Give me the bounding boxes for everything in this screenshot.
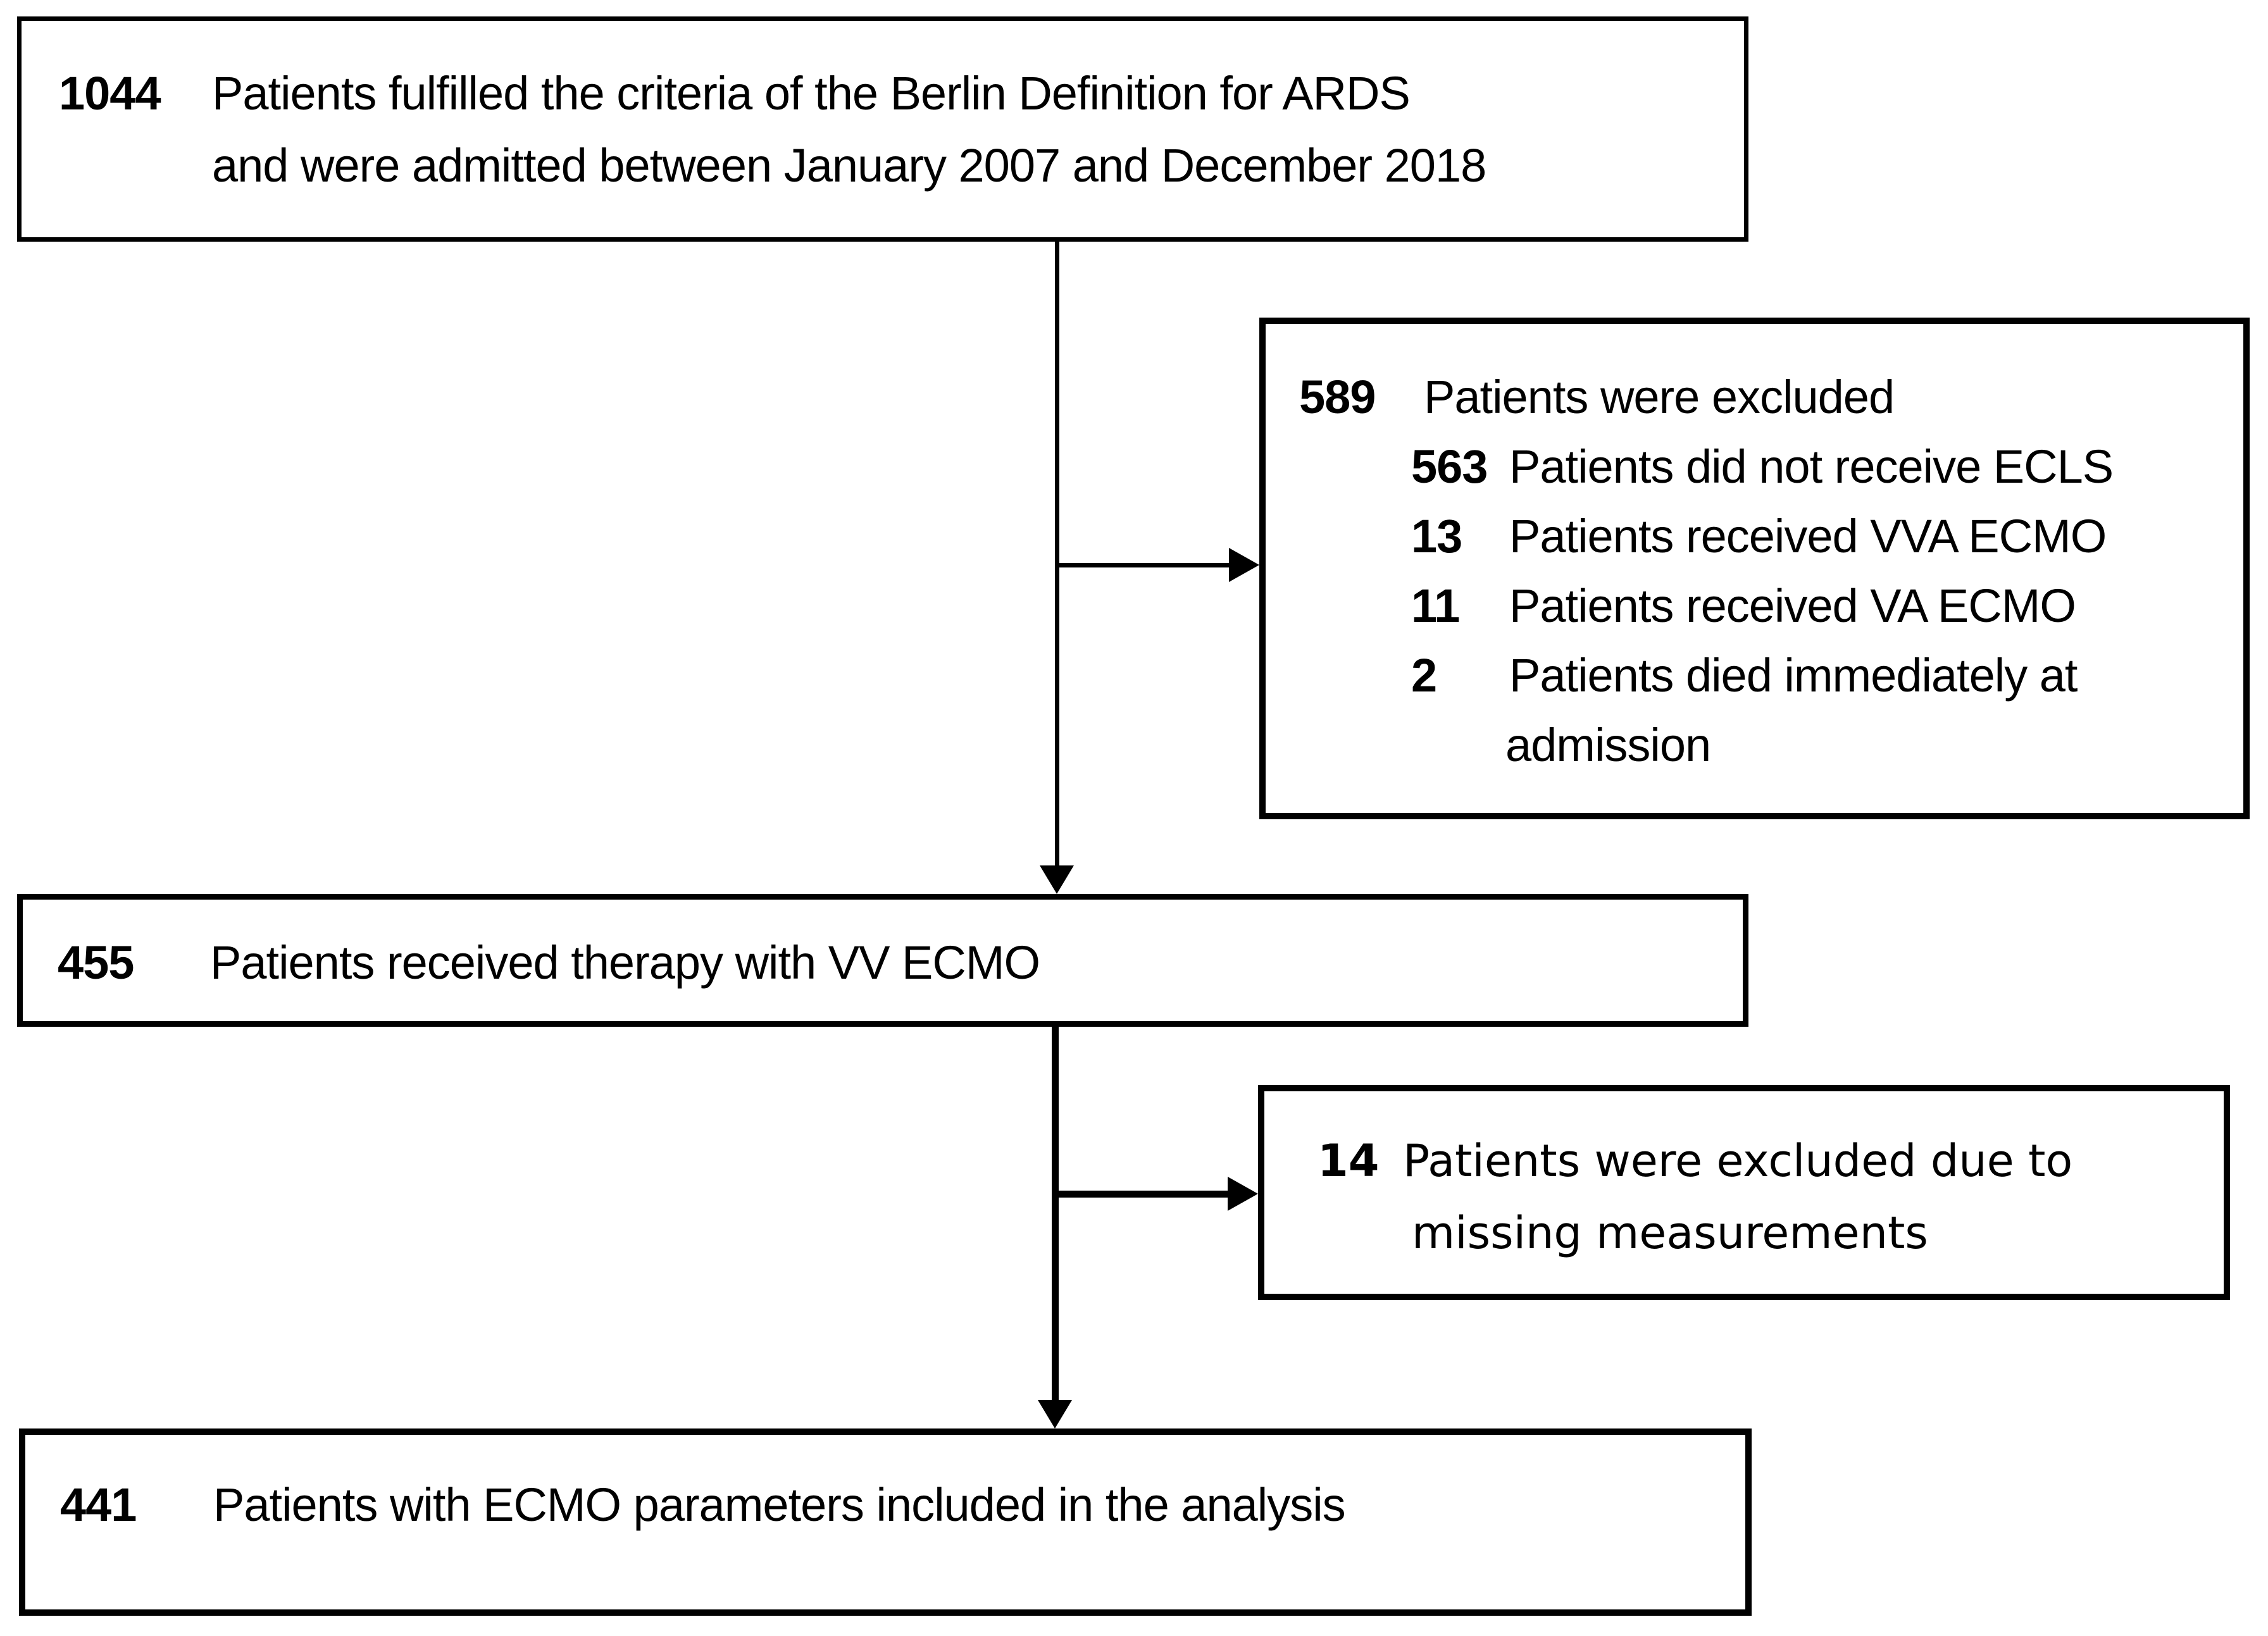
excluded-item-va-label: Patients received VA ECMO — [1509, 579, 2076, 632]
arrowhead-down-1 — [1040, 865, 1074, 894]
excluded-item-va-count: 11 — [1411, 579, 1460, 632]
eligible-line-2: and were admitted between January 2007 a… — [212, 129, 1486, 201]
vv-ecmo-count: 455 — [58, 936, 134, 989]
analysis-count: 441 — [60, 1478, 137, 1531]
excluded-item-died-label: Patients died immediately at — [1509, 648, 2078, 702]
analysis-label: Patients with ECMO parameters included i… — [213, 1478, 1346, 1531]
vv-ecmo-line: 455 Patients received therapy with VV EC… — [58, 926, 1040, 998]
excluded-missing-box: 14 Patients were excluded due to missing… — [1258, 1085, 2230, 1300]
excluded-missing-label: Patients were excluded due to — [1403, 1135, 2073, 1187]
excluded-item-ecls: 563 Patients did not receive ECLS — [1411, 431, 2114, 501]
connector-branch-1 — [1057, 563, 1229, 567]
excluded-primary-box: 589 Patients were excluded 563 Patients … — [1259, 318, 2250, 819]
excluded-item-va: 11 Patients received VA ECMO — [1411, 571, 2076, 640]
excluded-item-died-cont: admission — [1505, 710, 1711, 779]
eligible-count: 1044 — [59, 66, 161, 120]
eligible-text-1: Patients fulfilled the criteria of the B… — [212, 66, 1411, 120]
excluded-missing-label-cont: missing measurements — [1412, 1207, 1928, 1259]
connector-branch-2 — [1055, 1191, 1228, 1198]
analysis-line: 441 Patients with ECMO parameters includ… — [60, 1468, 1346, 1540]
excluded-missing-count: 14 — [1318, 1135, 1380, 1187]
connector-vertical-2 — [1052, 1027, 1059, 1400]
vv-ecmo-label: Patients received therapy with VV ECMO — [210, 936, 1040, 989]
vv-ecmo-box: 455 Patients received therapy with VV EC… — [17, 894, 1748, 1027]
excluded-item-vva-count: 13 — [1411, 509, 1462, 562]
eligible-box: 1044 Patients fulfilled the criteria of … — [17, 16, 1748, 242]
arrowhead-down-2 — [1038, 1400, 1072, 1428]
arrowhead-right-1 — [1229, 548, 1259, 582]
analysis-box: 441 Patients with ECMO parameters includ… — [19, 1428, 1752, 1616]
eligible-text-2: and were admitted between January 2007 a… — [212, 139, 1486, 192]
excluded-item-vva: 13 Patients received VVA ECMO — [1411, 501, 2107, 571]
connector-vertical-1 — [1055, 242, 1059, 865]
excluded-item-died: 2 Patients died immediately at — [1411, 640, 2078, 710]
excluded-item-ecls-count: 563 — [1411, 440, 1488, 493]
excluded-primary-line-1: 589 Patients were excluded — [1299, 362, 1895, 431]
excluded-primary-label: Patients were excluded — [1424, 370, 1895, 423]
eligible-line-1: 1044 Patients fulfilled the criteria of … — [59, 57, 1411, 129]
excluded-item-vva-label: Patients received VVA ECMO — [1509, 509, 2107, 562]
excluded-item-ecls-label: Patients did not receive ECLS — [1509, 440, 2114, 493]
excluded-primary-count: 589 — [1299, 370, 1376, 423]
excluded-item-died-label-cont: admission — [1505, 718, 1711, 771]
excluded-missing-line-2: missing measurements — [1412, 1197, 1928, 1269]
excluded-missing-line-1: 14 Patients were excluded due to — [1318, 1125, 2072, 1197]
excluded-item-died-count: 2 — [1411, 648, 1437, 702]
arrowhead-right-2 — [1228, 1177, 1258, 1211]
